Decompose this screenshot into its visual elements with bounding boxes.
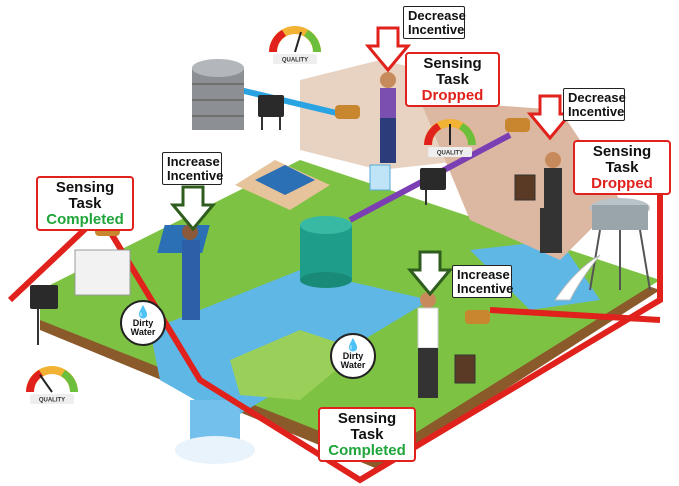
faucet <box>335 105 360 119</box>
dirty-glass <box>454 354 476 384</box>
dirty-water-badge: 💧 Dirty Water <box>120 300 166 346</box>
sensing-task-dropped-label: Sensing Task Dropped <box>405 52 500 108</box>
quality-gauge-label: QUALITY <box>39 398 65 404</box>
increase-label-line2: Incentive <box>167 167 224 183</box>
sensing-task-completed-label: Sensing Task Completed <box>318 407 416 463</box>
sensing-task-completed-label: Sensing Task Completed <box>36 176 134 232</box>
sensing-task-dropped-label: Sensing Task Dropped <box>573 140 671 196</box>
dirty-sink <box>74 249 131 296</box>
mist <box>175 436 255 464</box>
sensing-task-status: Completed <box>328 441 406 459</box>
sensor-device <box>30 285 58 345</box>
quality-gauge: QUALITY <box>26 366 78 404</box>
dirty-glass <box>514 174 536 201</box>
sensing-task-status: Dropped <box>591 174 653 192</box>
garden-plot <box>230 330 360 400</box>
dirty-water-line1: Dirty <box>132 317 154 328</box>
sensor-device <box>420 168 446 205</box>
decrease-label-line1: Decrease <box>408 8 466 23</box>
green-water-tank <box>300 216 352 288</box>
dirty-water-line2: Water <box>340 360 366 371</box>
water-drop-icon: 💧 <box>345 338 361 352</box>
grey-water-tank <box>192 59 244 130</box>
route-line-right <box>489 307 661 323</box>
decrease-incentive-label: Decrease Incentive <box>563 88 626 122</box>
decrease-incentive-label: Decrease Incentive <box>403 6 466 40</box>
faucet <box>505 118 530 132</box>
decrease-label-line2: Incentive <box>408 21 465 37</box>
sensing-task-title: Sensing Task <box>592 143 652 176</box>
sensing-task-title: Sensing Task <box>337 410 397 443</box>
faucet <box>465 310 490 324</box>
blue-pipe <box>239 87 346 118</box>
dirty-water-line2: Water <box>130 327 156 338</box>
decrease-arrow <box>526 94 574 141</box>
person-man-phone <box>417 292 439 398</box>
sensing-task-title: Sensing Task <box>423 55 482 88</box>
seagull <box>554 254 601 301</box>
quality-gauge: QUALITY <box>424 119 476 157</box>
person-woman <box>380 72 396 163</box>
person-man-suit <box>540 152 562 253</box>
dirty-water-line1: Dirty <box>342 350 364 361</box>
sensing-task-title: Sensing Task <box>55 179 115 212</box>
increase-incentive-label: Increase Incentive <box>452 265 514 299</box>
decrease-label-line1: Decrease <box>568 90 626 105</box>
increase-label-line1: Increase <box>457 267 510 282</box>
quality-gauge-label: QUALITY <box>437 151 463 157</box>
decrease-arrow <box>364 26 412 73</box>
increase-incentive-label: Increase Incentive <box>162 152 224 186</box>
dirty-water-badge: 💧 Dirty Water <box>330 333 376 379</box>
clean-glass <box>369 164 391 191</box>
sensing-task-status: Dropped <box>421 86 484 104</box>
quality-gauge: QUALITY <box>269 26 321 64</box>
increase-arrow <box>406 250 454 297</box>
increase-label-line1: Increase <box>167 154 220 169</box>
water-drop-icon: 💧 <box>135 305 151 319</box>
increase-label-line2: Incentive <box>457 280 514 296</box>
increase-arrow <box>169 185 217 232</box>
sensor-device <box>258 95 284 130</box>
sensing-task-status: Completed <box>46 210 124 228</box>
water-tower <box>589 198 651 291</box>
quality-gauge-label: QUALITY <box>282 58 308 64</box>
decrease-label-line2: Incentive <box>568 103 625 119</box>
